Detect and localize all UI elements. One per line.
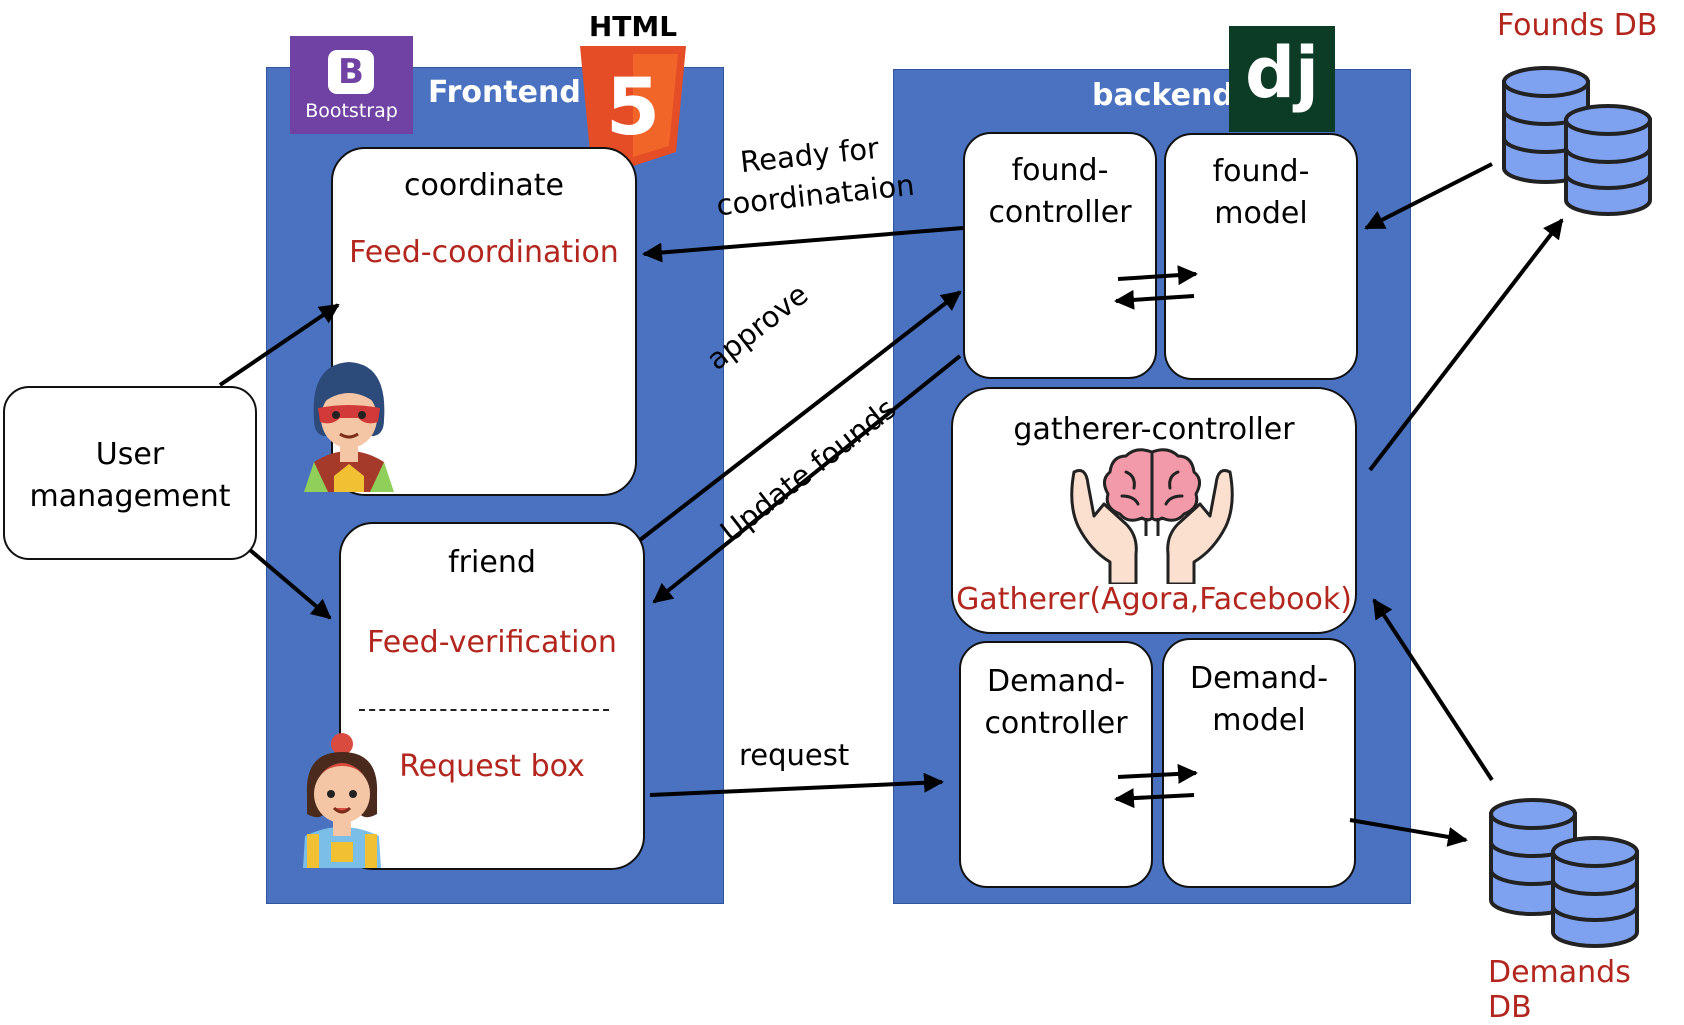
demands-db-icon	[1489, 798, 1639, 948]
gatherer-controller-title: gatherer-controller	[1013, 412, 1295, 447]
arrow-demandmodel-to-demandsdb	[1349, 818, 1468, 847]
demand-controller-line1: Demand-	[986, 664, 1126, 699]
arrow-foundmodel-to-ctrl	[1114, 289, 1195, 310]
coordinate-box: coordinate Feed-coordination	[331, 147, 637, 496]
frontend-title: Frontend	[428, 75, 581, 110]
arrow-friend-to-found	[638, 290, 962, 542]
arrow-found-to-friend	[652, 354, 962, 604]
gatherer-sources-label: Gatherer(Agora,Facebook)	[956, 582, 1352, 617]
superhero-avatar-icon	[304, 362, 394, 492]
html5-logo: HTML 5	[578, 10, 688, 166]
arrow-gatherer-to-foundsdb	[1368, 218, 1564, 472]
user-management-box: User management	[3, 386, 257, 560]
founds-db-icon	[1502, 66, 1652, 216]
found-controller-line1: found-	[1011, 153, 1109, 188]
feed-verification-label: Feed-verification	[367, 625, 617, 660]
bootstrap-logo: B Bootstrap	[290, 36, 413, 134]
backend-title: backend	[1092, 78, 1234, 113]
brain-hands-icon	[1070, 448, 1234, 584]
demand-model-line2: model	[1212, 703, 1306, 738]
connector-arrows	[218, 162, 1564, 847]
demand-model-line1: Demand-	[1189, 661, 1329, 696]
arrow-foundsdb-to-model	[1364, 162, 1493, 230]
divider	[359, 709, 609, 711]
found-model-line1: found-	[1212, 154, 1310, 189]
coordinate-title: coordinate	[403, 168, 564, 203]
arrow-user-to-friend	[248, 548, 332, 620]
friend-box: friend Feed-verification Request box	[339, 522, 645, 870]
found-model-box: found- model	[1164, 133, 1358, 380]
bootstrap-label: Bootstrap	[305, 100, 398, 122]
demand-controller-box: Demand- controller	[959, 641, 1153, 888]
user-management-line1: User	[95, 437, 165, 472]
bootstrap-icon: B	[328, 50, 374, 94]
girl-avatar-icon	[303, 733, 381, 868]
feed-coordination-label: Feed-coordination	[349, 235, 619, 270]
arrow-demandctrl-to-model	[1117, 763, 1198, 784]
request-label: request	[739, 738, 850, 772]
html5-number: 5	[606, 63, 660, 153]
django-label: dj	[1244, 32, 1320, 114]
user-management-line2: management	[29, 479, 231, 514]
arrow-demandmodel-to-ctrl	[1114, 788, 1195, 809]
gatherer-controller-box: gatherer-controller Gatherer(Agora,Faceb…	[951, 387, 1357, 634]
friend-title: friend	[448, 545, 536, 580]
arrow-friend-to-demand	[649, 772, 944, 797]
django-logo: dj	[1229, 26, 1335, 132]
arrow-user-to-coordinate	[218, 303, 340, 387]
arrow-found-to-coordinate	[642, 226, 964, 263]
arrow-foundctrl-to-model	[1117, 265, 1198, 286]
html5-label: HTML	[588, 10, 678, 43]
request-box-label: Request box	[399, 749, 585, 784]
found-controller-line2: controller	[988, 195, 1132, 230]
html5-shield-icon: 5	[580, 46, 686, 166]
arrow-demandsdb-to-gatherer	[1372, 598, 1494, 782]
demand-model-box: Demand- model	[1162, 638, 1356, 888]
founds-db-label: Founds DB	[1497, 8, 1658, 43]
found-model-line2: model	[1214, 196, 1308, 231]
demand-controller-line2: controller	[984, 706, 1128, 741]
found-controller-box: found- controller	[963, 132, 1157, 379]
